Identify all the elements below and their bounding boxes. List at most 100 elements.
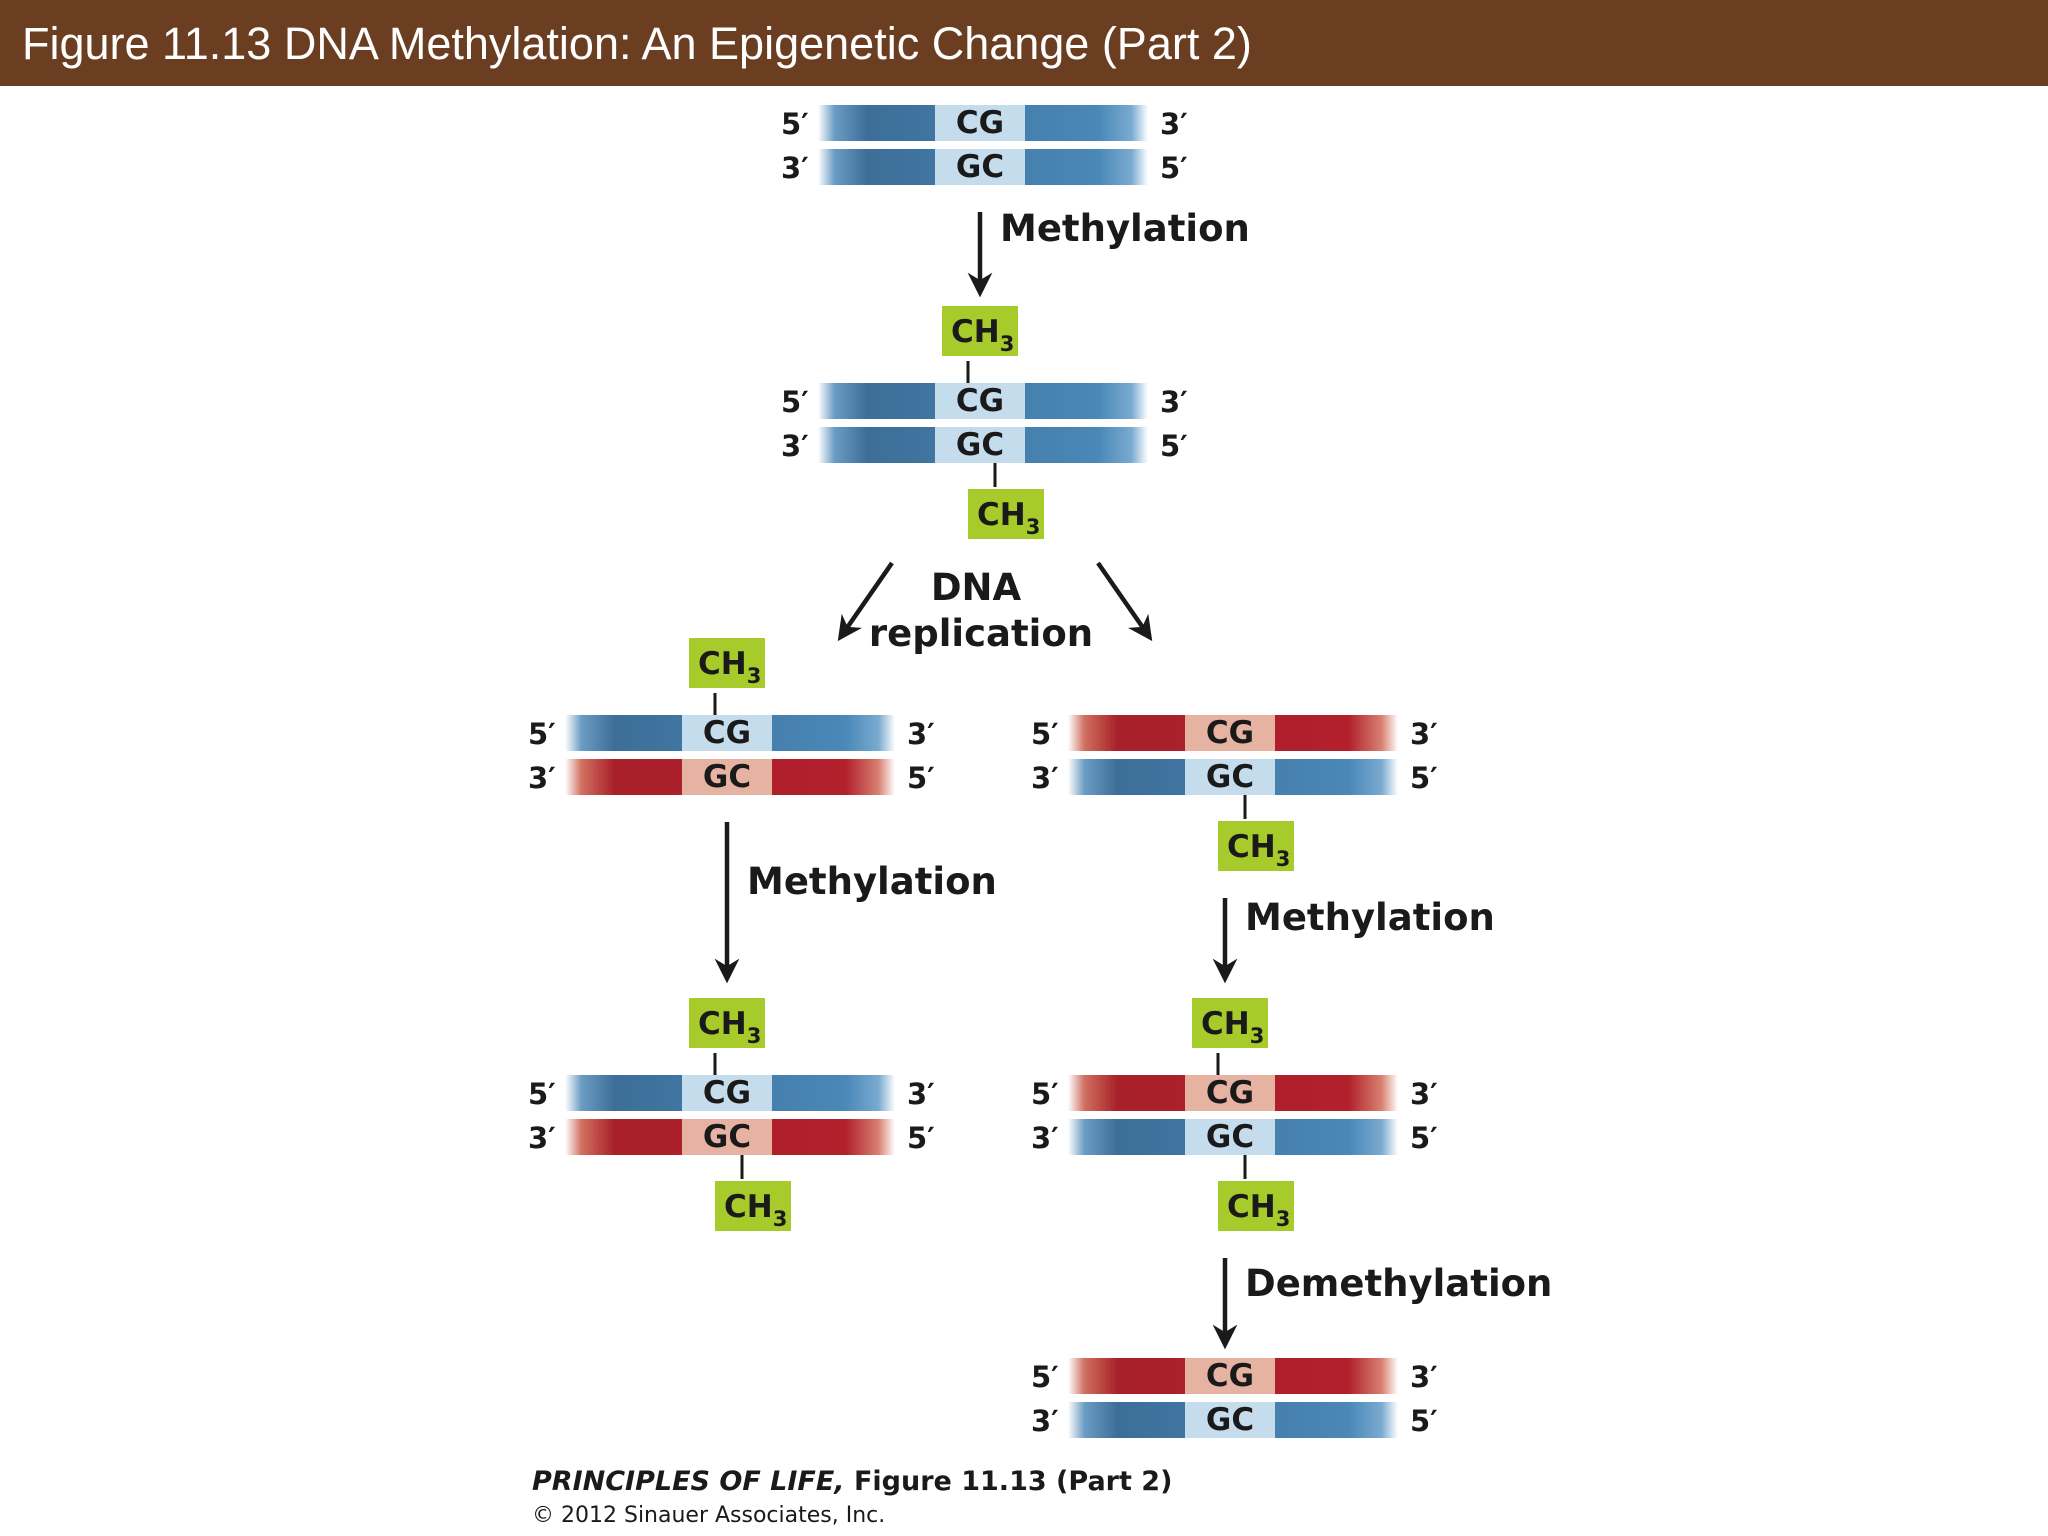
base-pair-label: GC <box>1206 1402 1254 1438</box>
strand-end-left: 5′ <box>1031 717 1059 751</box>
strand-end-left: 3′ <box>528 1121 556 1155</box>
methyl-box <box>689 998 765 1048</box>
base-pair-label: CG <box>956 383 1004 419</box>
base-pair-label: CG <box>703 1075 751 1111</box>
strand-end-right: 5′ <box>1410 1404 1438 1438</box>
strand-end-right: 5′ <box>1410 1121 1438 1155</box>
strand-end-right: 3′ <box>1410 717 1438 751</box>
strand-end-right: 5′ <box>1160 151 1188 185</box>
base-pair-label: CG <box>703 715 751 751</box>
base-pair-cell <box>935 149 1025 185</box>
base-pair-cell <box>682 759 772 795</box>
base-pair-label: GC <box>956 149 1004 185</box>
top-strand: CG5′3′ <box>781 105 1188 141</box>
strand-end-right: 5′ <box>907 761 935 795</box>
base-pair-cell <box>1185 1075 1275 1111</box>
strand-end-right: 3′ <box>1410 1077 1438 1111</box>
strand-end-right: 3′ <box>907 717 935 751</box>
base-pair-cell <box>1185 1402 1275 1438</box>
methyl-group-top: CH3 <box>942 306 1018 356</box>
base-pair-cell <box>1185 715 1275 751</box>
methyl-label: CH3 <box>724 1189 787 1231</box>
top-strand: CG 5′ 3′ <box>1031 1075 1438 1111</box>
strand-end-right: 3′ <box>1160 107 1188 141</box>
base-pair-label: CG <box>1206 1358 1254 1394</box>
step-label-replication-1: DNA <box>931 566 1022 609</box>
top-strand: CG5′3′ <box>528 715 935 751</box>
strand-end-left: 3′ <box>1031 1121 1059 1155</box>
methyl-label: CH3 <box>698 1006 761 1048</box>
title-bar: Figure 11.13 DNA Methylation: An Epigene… <box>0 0 2048 86</box>
methyl-label: CH3 <box>1227 829 1290 871</box>
base-pair-cell <box>1185 759 1275 795</box>
bottom-strand: GC 3′ 5′ <box>528 1119 935 1155</box>
methyl-label: CH3 <box>977 497 1040 539</box>
top-strand: CG5′3′ <box>781 383 1188 419</box>
methyl-group-top: CH3 <box>689 998 765 1048</box>
base-pair-cell <box>682 1119 772 1155</box>
step-label-methylation-1: Methylation <box>1000 207 1250 250</box>
bottom-strand: GC 3′ 5′ <box>1031 759 1438 795</box>
base-pair-cell <box>1185 1119 1275 1155</box>
methyl-group-bottom: CH3 <box>968 489 1044 539</box>
base-pair-label: GC <box>703 759 751 795</box>
strand-end-right: 3′ <box>907 1077 935 1111</box>
step-label-methylation-right: Methylation <box>1245 896 1495 939</box>
strand-end-left: 5′ <box>781 385 809 419</box>
methyl-group-bottom: CH3 <box>715 1181 791 1231</box>
figure-reference: Figure 11.13 (Part 2) <box>844 1466 1173 1497</box>
top-strand: CG 5′ 3′ <box>1031 1358 1438 1394</box>
methyl-box <box>689 638 765 688</box>
page-title: Figure 11.13 DNA Methylation: An Epigene… <box>22 18 1252 69</box>
methyl-group-bottom: CH3 <box>1218 1181 1294 1231</box>
methyl-group-bottom: CH3 <box>1218 821 1294 871</box>
step-label-replication-2: replication <box>869 612 1093 655</box>
strand-end-left: 3′ <box>528 761 556 795</box>
base-pair-cell <box>935 427 1025 463</box>
dna-duplex-right-demethylated: CG 5′ 3′ GC 3′ 5′ <box>1031 1358 1438 1438</box>
arrow-replication-right <box>1096 561 1153 642</box>
base-pair-cell <box>682 715 772 751</box>
book-title: PRINCIPLES OF LIFE, <box>532 1466 845 1497</box>
strand-end-left: 3′ <box>1031 1404 1059 1438</box>
strand-end-right: 5′ <box>1160 429 1188 463</box>
base-pair-cell <box>935 105 1025 141</box>
base-pair-label: GC <box>1206 759 1254 795</box>
methyl-box <box>1192 998 1268 1048</box>
strand-end-right: 5′ <box>907 1121 935 1155</box>
bottom-strand: GC 3′ 5′ <box>528 759 935 795</box>
methyl-group-top: CH3 <box>1192 998 1268 1048</box>
strand-end-right: 3′ <box>1410 1360 1438 1394</box>
strand-end-right: 5′ <box>1410 761 1438 795</box>
copyright: © 2012 Sinauer Associates, Inc. <box>532 1503 886 1528</box>
dna-duplex-original: CG5′3′GC3′5′ <box>781 105 1188 185</box>
methyl-box <box>715 1181 791 1231</box>
strand-end-left: 5′ <box>781 107 809 141</box>
figure-credit: PRINCIPLES OF LIFE, Figure 11.13 (Part 2… <box>532 1466 1172 1528</box>
strand-end-left: 3′ <box>781 151 809 185</box>
base-pair-label: GC <box>703 1119 751 1155</box>
base-pair-label: CG <box>1206 715 1254 751</box>
methyl-box <box>1218 821 1294 871</box>
top-strand: CG5′3′ <box>528 1075 935 1111</box>
strand-end-left: 5′ <box>1031 1077 1059 1111</box>
top-strand: CG 5′ 3′ <box>1031 715 1438 751</box>
bottom-strand: GC3′5′ <box>781 427 1188 463</box>
strand-end-left: 3′ <box>1031 761 1059 795</box>
strand-end-left: 5′ <box>1031 1360 1059 1394</box>
bottom-strand: GC 3′ 5′ <box>781 149 1188 185</box>
methyl-label: CH3 <box>951 314 1014 356</box>
base-pair-cell <box>935 383 1025 419</box>
arrow-replication-left <box>837 561 894 642</box>
bottom-strand: GC 3′ 5′ <box>1031 1402 1438 1438</box>
methyl-label: CH3 <box>1227 1189 1290 1231</box>
dna-duplex-left-daughter: CG5′3′ GC 3′ 5′ CH3 <box>528 638 935 795</box>
base-pair-label: CG <box>1206 1075 1254 1111</box>
base-pair-label: GC <box>1206 1119 1254 1155</box>
methyl-group-top: CH3 <box>689 638 765 688</box>
bottom-strand: GC 3′ 5′ <box>1031 1119 1438 1155</box>
